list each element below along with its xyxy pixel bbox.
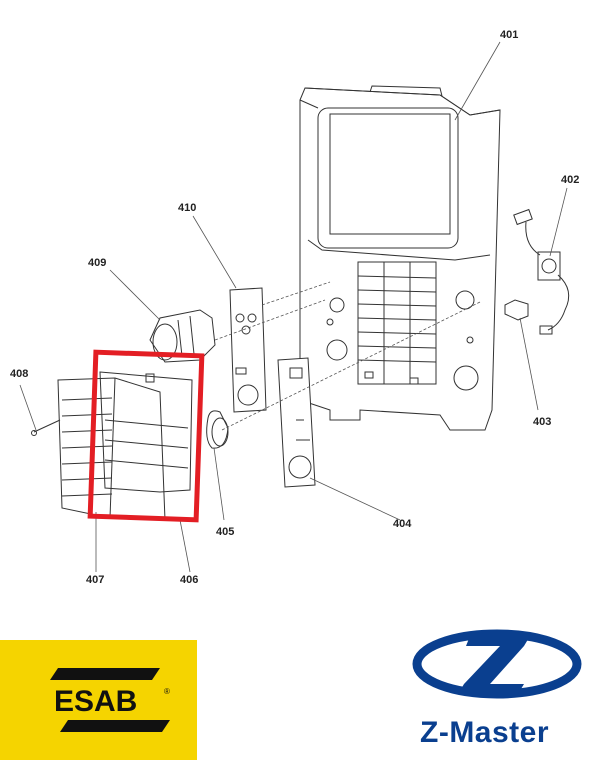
svg-text:®: ® bbox=[164, 687, 170, 696]
highlight-box-406 bbox=[87, 349, 205, 523]
harness-402 bbox=[513, 208, 570, 335]
grille-407 bbox=[57, 377, 166, 521]
filter-406 bbox=[99, 371, 193, 493]
label-402: 402 bbox=[561, 174, 580, 186]
zmaster-logo-mark bbox=[412, 629, 582, 699]
leader-lines bbox=[19, 41, 568, 573]
exploded-parts-diagram bbox=[19, 41, 570, 573]
label-407: 407 bbox=[86, 574, 105, 586]
esab-logo: ESAB ® bbox=[50, 668, 170, 732]
plate-410 bbox=[229, 287, 267, 413]
fan-409 bbox=[149, 309, 216, 363]
part-403 bbox=[504, 299, 529, 321]
label-409: 409 bbox=[88, 257, 107, 269]
label-410: 410 bbox=[178, 202, 197, 214]
label-408: 408 bbox=[10, 368, 29, 380]
label-403: 403 bbox=[533, 416, 552, 428]
label-401: 401 bbox=[500, 29, 519, 41]
zmaster-logo-text: Z-Master bbox=[420, 716, 550, 749]
front-panel-401 bbox=[299, 85, 501, 431]
svg-text:ESAB: ESAB bbox=[54, 685, 137, 718]
knob-405 bbox=[206, 410, 229, 449]
front-plate-404 bbox=[277, 357, 316, 488]
label-406: 406 bbox=[180, 574, 199, 586]
screw-408 bbox=[31, 419, 61, 436]
label-405: 405 bbox=[216, 526, 235, 538]
label-404: 404 bbox=[393, 518, 412, 530]
